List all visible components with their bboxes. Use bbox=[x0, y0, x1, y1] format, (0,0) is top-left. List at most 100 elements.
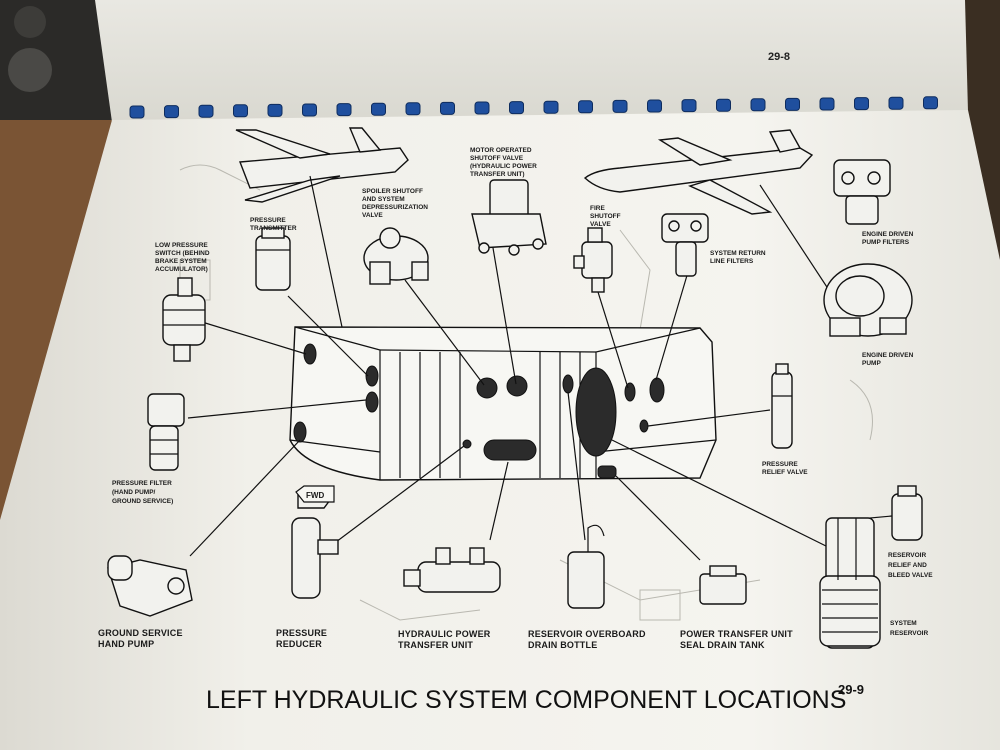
label-ground-service-hand-pump-line: GROUND SERVICE bbox=[98, 628, 183, 638]
reservoir-relief-bleed-valve-drawing bbox=[891, 485, 923, 541]
label-pressure-filter-line: PRESSURE FILTER bbox=[112, 480, 172, 487]
binding-ring bbox=[371, 102, 386, 116]
low-pressure-switch-drawing bbox=[162, 277, 206, 362]
label-pressure-filter: PRESSURE FILTER (HAND PUMP/GROUND SERVICE… bbox=[112, 480, 173, 505]
label-ground-service-hand-pump-line: HAND PUMP bbox=[98, 639, 154, 649]
label-pressure-transmitter-line: TRANSMITTER bbox=[250, 225, 297, 232]
label-low-pressure-switch-line: SWITCH (BEHIND bbox=[155, 250, 210, 257]
label-system-return-line-filters-line: SYSTEM RETURN bbox=[710, 250, 766, 257]
binding-ring bbox=[543, 100, 559, 114]
label-pressure-reducer-line: REDUCER bbox=[276, 639, 322, 649]
binding-ring bbox=[785, 97, 800, 111]
binding-ring bbox=[129, 105, 145, 119]
label-hydraulic-power-transfer-unit-line: TRANSFER UNIT bbox=[398, 640, 473, 650]
fire-shutoff-valve-drawing bbox=[573, 227, 613, 293]
label-system-reservoir-line: RESERVOIR bbox=[890, 630, 928, 637]
binding-ring bbox=[923, 96, 938, 110]
engine-driven-pump-filters-drawing bbox=[833, 159, 891, 225]
binding-ring bbox=[819, 97, 835, 111]
label-fire-shutoff-valve-line: VALVE bbox=[590, 221, 611, 228]
label-low-pressure-switch-line: ACCUMULATOR) bbox=[155, 266, 208, 273]
label-fire-shutoff-valve-line: FIRE bbox=[590, 205, 605, 212]
system-return-line-filters-drawing bbox=[661, 213, 709, 277]
binding-ring bbox=[854, 97, 869, 111]
label-motor-operated-shutoff-valve-line: SHUTOFF VALVE bbox=[470, 155, 524, 162]
binding-ring bbox=[750, 98, 766, 112]
label-pressure-filter-line: GROUND SERVICE) bbox=[112, 498, 173, 505]
page-number: 29-8 bbox=[768, 51, 790, 63]
binding-ring bbox=[440, 101, 455, 115]
aircraft-icon-right bbox=[583, 129, 814, 215]
reservoir-overboard-drain-bottle-drawing bbox=[567, 524, 605, 609]
page-title-suffix: 29-9 bbox=[838, 682, 864, 697]
label-pressure-relief-valve-line: RELIEF VALVE bbox=[762, 469, 808, 476]
label-reservoir-overboard-drain-bottle-line: DRAIN BOTTLE bbox=[528, 640, 597, 650]
label-low-pressure-switch-line: BRAKE SYSTEM bbox=[155, 258, 207, 265]
label-pressure-reducer-line: PRESSURE bbox=[276, 628, 327, 638]
pressure-relief-valve-drawing bbox=[771, 363, 793, 449]
spoiler-shutoff-valve-drawing bbox=[363, 227, 429, 285]
binding-ring bbox=[681, 99, 697, 113]
binding-ring bbox=[888, 96, 904, 110]
label-spoiler-shutoff-valve-line: SPOILER SHUTOFF bbox=[362, 188, 423, 195]
label-motor-operated-shutoff-valve-line: MOTOR OPERATED bbox=[470, 147, 532, 154]
binding-ring bbox=[612, 99, 628, 113]
binding-ring bbox=[164, 105, 179, 119]
binding-ring bbox=[716, 98, 731, 112]
power-transfer-unit-seal-drain-tank-drawing bbox=[699, 565, 747, 605]
label-reservoir-relief-bleed-valve-line: BLEED VALVE bbox=[888, 572, 933, 579]
label-engine-driven-pump-line: PUMP bbox=[862, 360, 881, 367]
label-spoiler-shutoff-valve-line: AND SYSTEM bbox=[362, 196, 405, 203]
binding-ring bbox=[405, 102, 421, 116]
system-reservoir-drawing bbox=[819, 517, 881, 649]
binding-ring bbox=[267, 103, 283, 117]
pressure-transmitter-drawing bbox=[255, 227, 291, 291]
location-spots bbox=[293, 343, 665, 479]
background-knob bbox=[14, 6, 46, 38]
label-spoiler-shutoff-valve-line: VALVE bbox=[362, 212, 383, 219]
spiral-binding bbox=[129, 96, 938, 119]
label-hydraulic-power-transfer-unit-line: HYDRAULIC POWER bbox=[398, 629, 491, 639]
label-pressure-filter-line: (HAND PUMP/ bbox=[112, 489, 156, 496]
aircraft-icon-left bbox=[235, 127, 409, 203]
label-system-return-line-filters-line: LINE FILTERS bbox=[710, 258, 754, 265]
label-fire-shutoff-valve-line: SHUTOFF bbox=[590, 213, 621, 220]
binding-ring bbox=[509, 101, 524, 115]
label-pressure-relief-valve-line: PRESSURE bbox=[762, 461, 798, 468]
label-engine-driven-pump-filters-line: ENGINE DRIVEN bbox=[862, 231, 914, 238]
label-reservoir-relief-bleed-valve-line: RESERVOIR bbox=[888, 552, 926, 559]
label-motor-operated-shutoff-valve-line: (HYDRAULIC POWER bbox=[470, 163, 537, 170]
previous-page bbox=[95, 0, 968, 122]
label-low-pressure-switch-line: LOW PRESSURE bbox=[155, 242, 208, 249]
label-reservoir-relief-bleed-valve-line: RELIEF AND bbox=[888, 562, 927, 569]
label-system-reservoir: SYSTEM RESERVOIR bbox=[890, 620, 928, 637]
label-system-reservoir-line: SYSTEM bbox=[890, 620, 917, 627]
binding-ring bbox=[233, 104, 248, 118]
hydraulic-power-transfer-unit-drawing bbox=[403, 547, 501, 593]
binding-ring bbox=[647, 99, 662, 113]
label-pressure-transmitter-line: PRESSURE bbox=[250, 217, 286, 224]
page-title: LEFT HYDRAULIC SYSTEM COMPONENT LOCATION… bbox=[206, 686, 846, 714]
label-power-transfer-unit-seal-drain-tank-line: SEAL DRAIN TANK bbox=[680, 640, 765, 650]
label-reservoir-relief-bleed-valve: RESERVOIR RELIEF AND BLEED VALVE bbox=[888, 552, 933, 579]
label-power-transfer-unit-seal-drain-tank-line: POWER TRANSFER UNIT bbox=[680, 629, 793, 639]
binding-ring bbox=[336, 103, 352, 117]
motor-operated-shutoff-valve-drawing bbox=[471, 179, 547, 256]
label-reservoir-overboard-drain-bottle-line: RESERVOIR OVERBOARD bbox=[528, 629, 646, 639]
label-spoiler-shutoff-valve-line: DEPRESSURIZATION bbox=[362, 204, 428, 211]
background-knob bbox=[8, 48, 52, 92]
